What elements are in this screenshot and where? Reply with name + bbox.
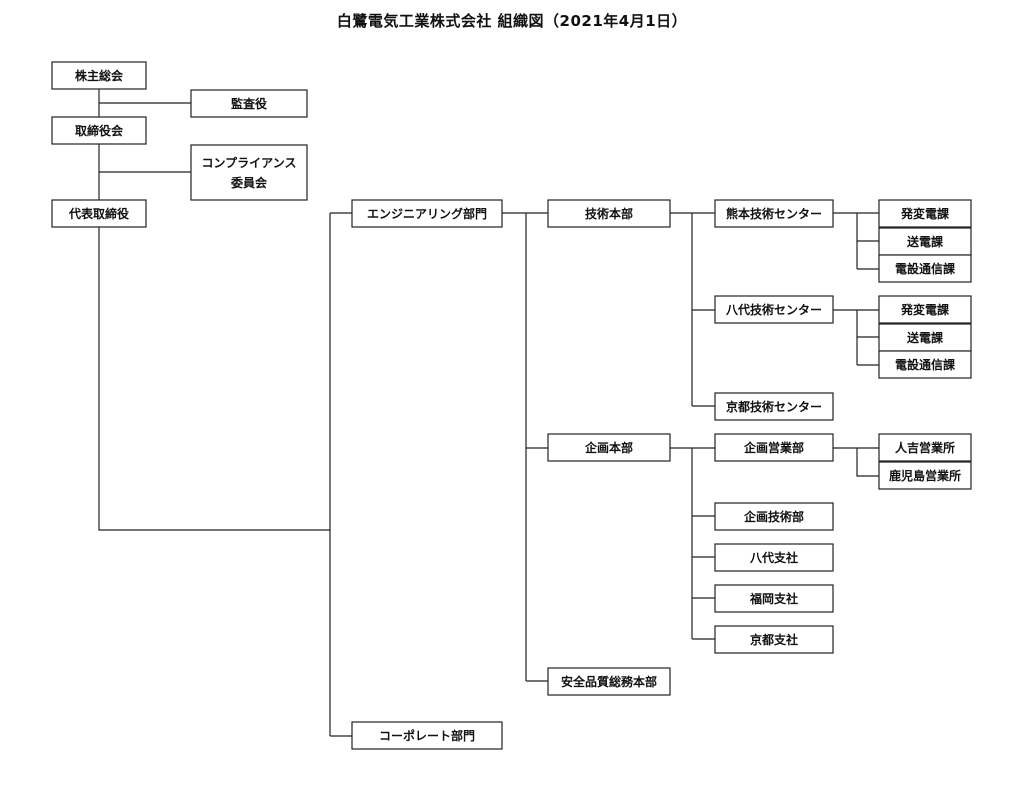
svg-text:企画技術部: 企画技術部	[743, 509, 804, 524]
box-y-hatsuhen: 発変電課	[878, 295, 972, 324]
box-k-soden: 送電課	[878, 227, 972, 256]
svg-text:発変電課: 発変電課	[900, 206, 950, 221]
box-tech-hq: 技術本部	[547, 199, 671, 228]
svg-text:電設通信課: 電設通信課	[895, 261, 956, 276]
connector-yatsushiro-sections	[833, 309, 879, 366]
box-kagoshima-office: 鹿児島営業所	[878, 461, 972, 490]
box-ceo: 代表取締役	[51, 199, 147, 228]
box-kyoto-branch: 京都支社	[714, 625, 834, 654]
svg-text:技術本部: 技術本部	[585, 206, 633, 221]
svg-text:送電課: 送電課	[906, 234, 944, 249]
svg-text:電設通信課: 電設通信課	[895, 357, 956, 372]
svg-text:熊本技術センター: 熊本技術センター	[726, 206, 822, 221]
box-shareholders: 株主総会	[51, 61, 147, 90]
box-fukuoka-branch: 福岡支社	[714, 584, 834, 613]
box-planning-sales: 企画営業部	[714, 433, 834, 462]
box-board: 取締役会	[51, 116, 147, 145]
box-y-setsubi: 電設通信課	[878, 350, 972, 379]
svg-text:八代支社: 八代支社	[749, 550, 798, 565]
svg-text:福岡支社: 福岡支社	[749, 591, 798, 606]
svg-text:送電課: 送電課	[906, 330, 944, 345]
svg-text:代表取締役: 代表取締役	[68, 206, 129, 221]
box-yatsushiro-branch: 八代支社	[714, 543, 834, 572]
box-corporate-division: コーポレート部門	[351, 721, 503, 750]
svg-text:企画本部: 企画本部	[584, 440, 633, 455]
box-engineering-division: エンジニアリング部門	[351, 199, 503, 228]
box-hitoyoshi-office: 人吉営業所	[878, 433, 972, 462]
box-safety-hq: 安全品質総務本部	[547, 667, 671, 696]
box-planning-hq: 企画本部	[547, 433, 671, 462]
svg-text:取締役会: 取締役会	[75, 123, 124, 138]
box-k-hatsuhen: 発変電課	[878, 199, 972, 228]
box-planning-tech: 企画技術部	[714, 502, 834, 531]
connector-engineering-hqs	[502, 212, 548, 682]
svg-text:企画営業部: 企画営業部	[743, 440, 804, 455]
box-y-soden: 送電課	[878, 323, 972, 352]
connector-tech-centers	[670, 212, 715, 407]
svg-text:発変電課: 発変電課	[900, 302, 950, 317]
connectors	[98, 89, 879, 737]
page-title: 白鷺電気工業株式会社 組織図（2021年4月1日）	[336, 12, 688, 30]
svg-text:人吉営業所: 人吉営業所	[895, 440, 955, 455]
svg-text:安全品質総務本部: 安全品質総務本部	[561, 674, 657, 689]
box-kumamoto-center: 熊本技術センター	[714, 199, 834, 228]
box-auditor: 監査役	[190, 89, 308, 118]
svg-text:監査役: 監査役	[231, 96, 267, 111]
svg-text:京都支社: 京都支社	[750, 632, 798, 647]
connector-kumamoto-sections	[833, 212, 879, 270]
svg-text:コンプライアンス: コンプライアンス	[202, 155, 297, 170]
connector-planning-depts	[670, 447, 715, 640]
connector-sales-offices	[833, 447, 879, 477]
svg-text:エンジニアリング部門: エンジニアリング部門	[367, 206, 487, 221]
connector-ceo-divisions	[98, 212, 352, 737]
svg-text:鹿児島営業所: 鹿児島営業所	[889, 468, 961, 483]
svg-text:委員会: 委員会	[230, 175, 268, 190]
box-kyoto-center: 京都技術センター	[714, 392, 834, 421]
svg-text:コーポレート部門: コーポレート部門	[379, 728, 475, 743]
box-yatsushiro-center: 八代技術センター	[714, 295, 834, 324]
svg-text:株主総会: 株主総会	[75, 68, 124, 83]
svg-text:八代技術センター: 八代技術センター	[725, 302, 822, 317]
box-compliance-committee: コンプライアンス 委員会	[190, 144, 308, 201]
box-k-setsubi: 電設通信課	[878, 254, 972, 283]
svg-text:京都技術センター: 京都技術センター	[726, 399, 822, 414]
